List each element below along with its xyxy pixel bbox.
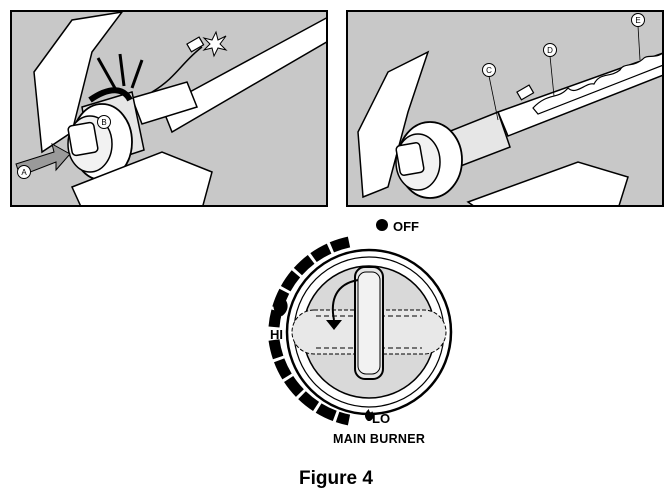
ignition-illustration-left: B A [10,10,328,207]
dial-graphic [268,219,453,426]
rotation-arrow [331,279,359,321]
off-position-dot [376,219,388,231]
callout-e: E [635,16,640,25]
off-label: OFF [393,219,419,234]
main-burner-label: MAIN BURNER [333,432,426,446]
hi-label: HI [270,327,283,342]
ignition-illustration-right: C D E [346,10,664,207]
callout-a: A [21,168,27,177]
hi-flame-icon [273,296,288,316]
knob-push-illustration: B A [15,12,326,205]
callout-c: C [486,66,492,75]
burner-lit-illustration: C D E [357,13,662,205]
main-burner-dial [254,212,484,452]
callout-d: D [547,46,553,55]
callout-b: B [101,118,106,127]
figure-caption: Figure 4 [299,468,373,489]
lo-flame-icon [365,409,374,421]
lo-label: LO [372,411,391,426]
